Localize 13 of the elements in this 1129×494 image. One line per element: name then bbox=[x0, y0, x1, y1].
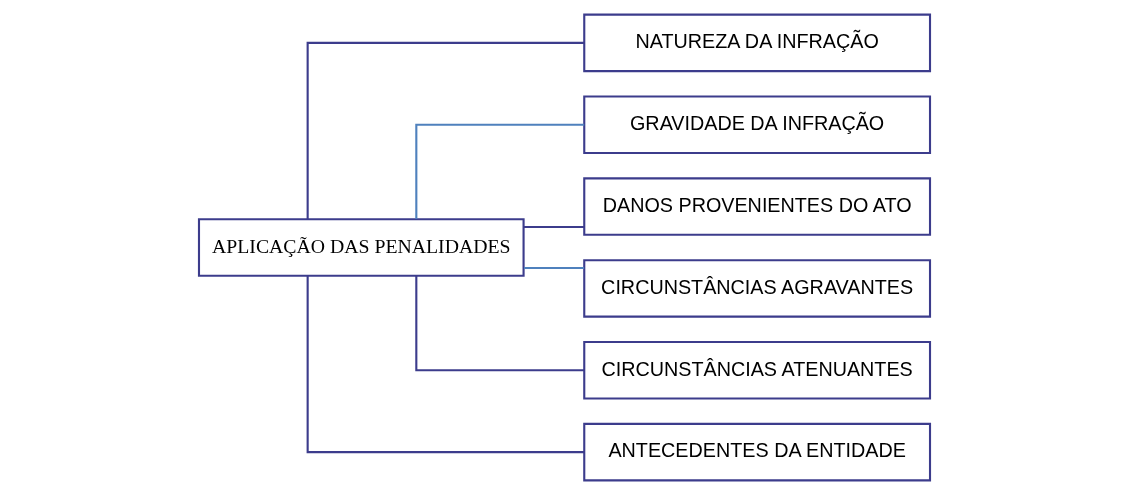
node-box: ANTECEDENTES DA ENTIDADE bbox=[583, 422, 932, 481]
node-box: CIRCUNSTÂNCIAS ATENUANTES bbox=[583, 340, 932, 400]
node-box: NATUREZA DA INFRAÇÃO bbox=[583, 13, 932, 72]
connector bbox=[306, 275, 584, 453]
connector bbox=[524, 266, 585, 269]
connector bbox=[415, 275, 585, 371]
node-box: GRAVIDADE DA INFRAÇÃO bbox=[583, 94, 932, 154]
node-box: DANOS PROVENIENTES DO ATO bbox=[583, 176, 932, 236]
node-box: APLICAÇÃO DAS PENALIDADES bbox=[197, 217, 525, 277]
connector bbox=[524, 225, 585, 228]
connector bbox=[306, 41, 584, 219]
node-box: CIRCUNSTÂNCIAS AGRAVANTES bbox=[583, 258, 932, 318]
connector bbox=[415, 123, 585, 219]
